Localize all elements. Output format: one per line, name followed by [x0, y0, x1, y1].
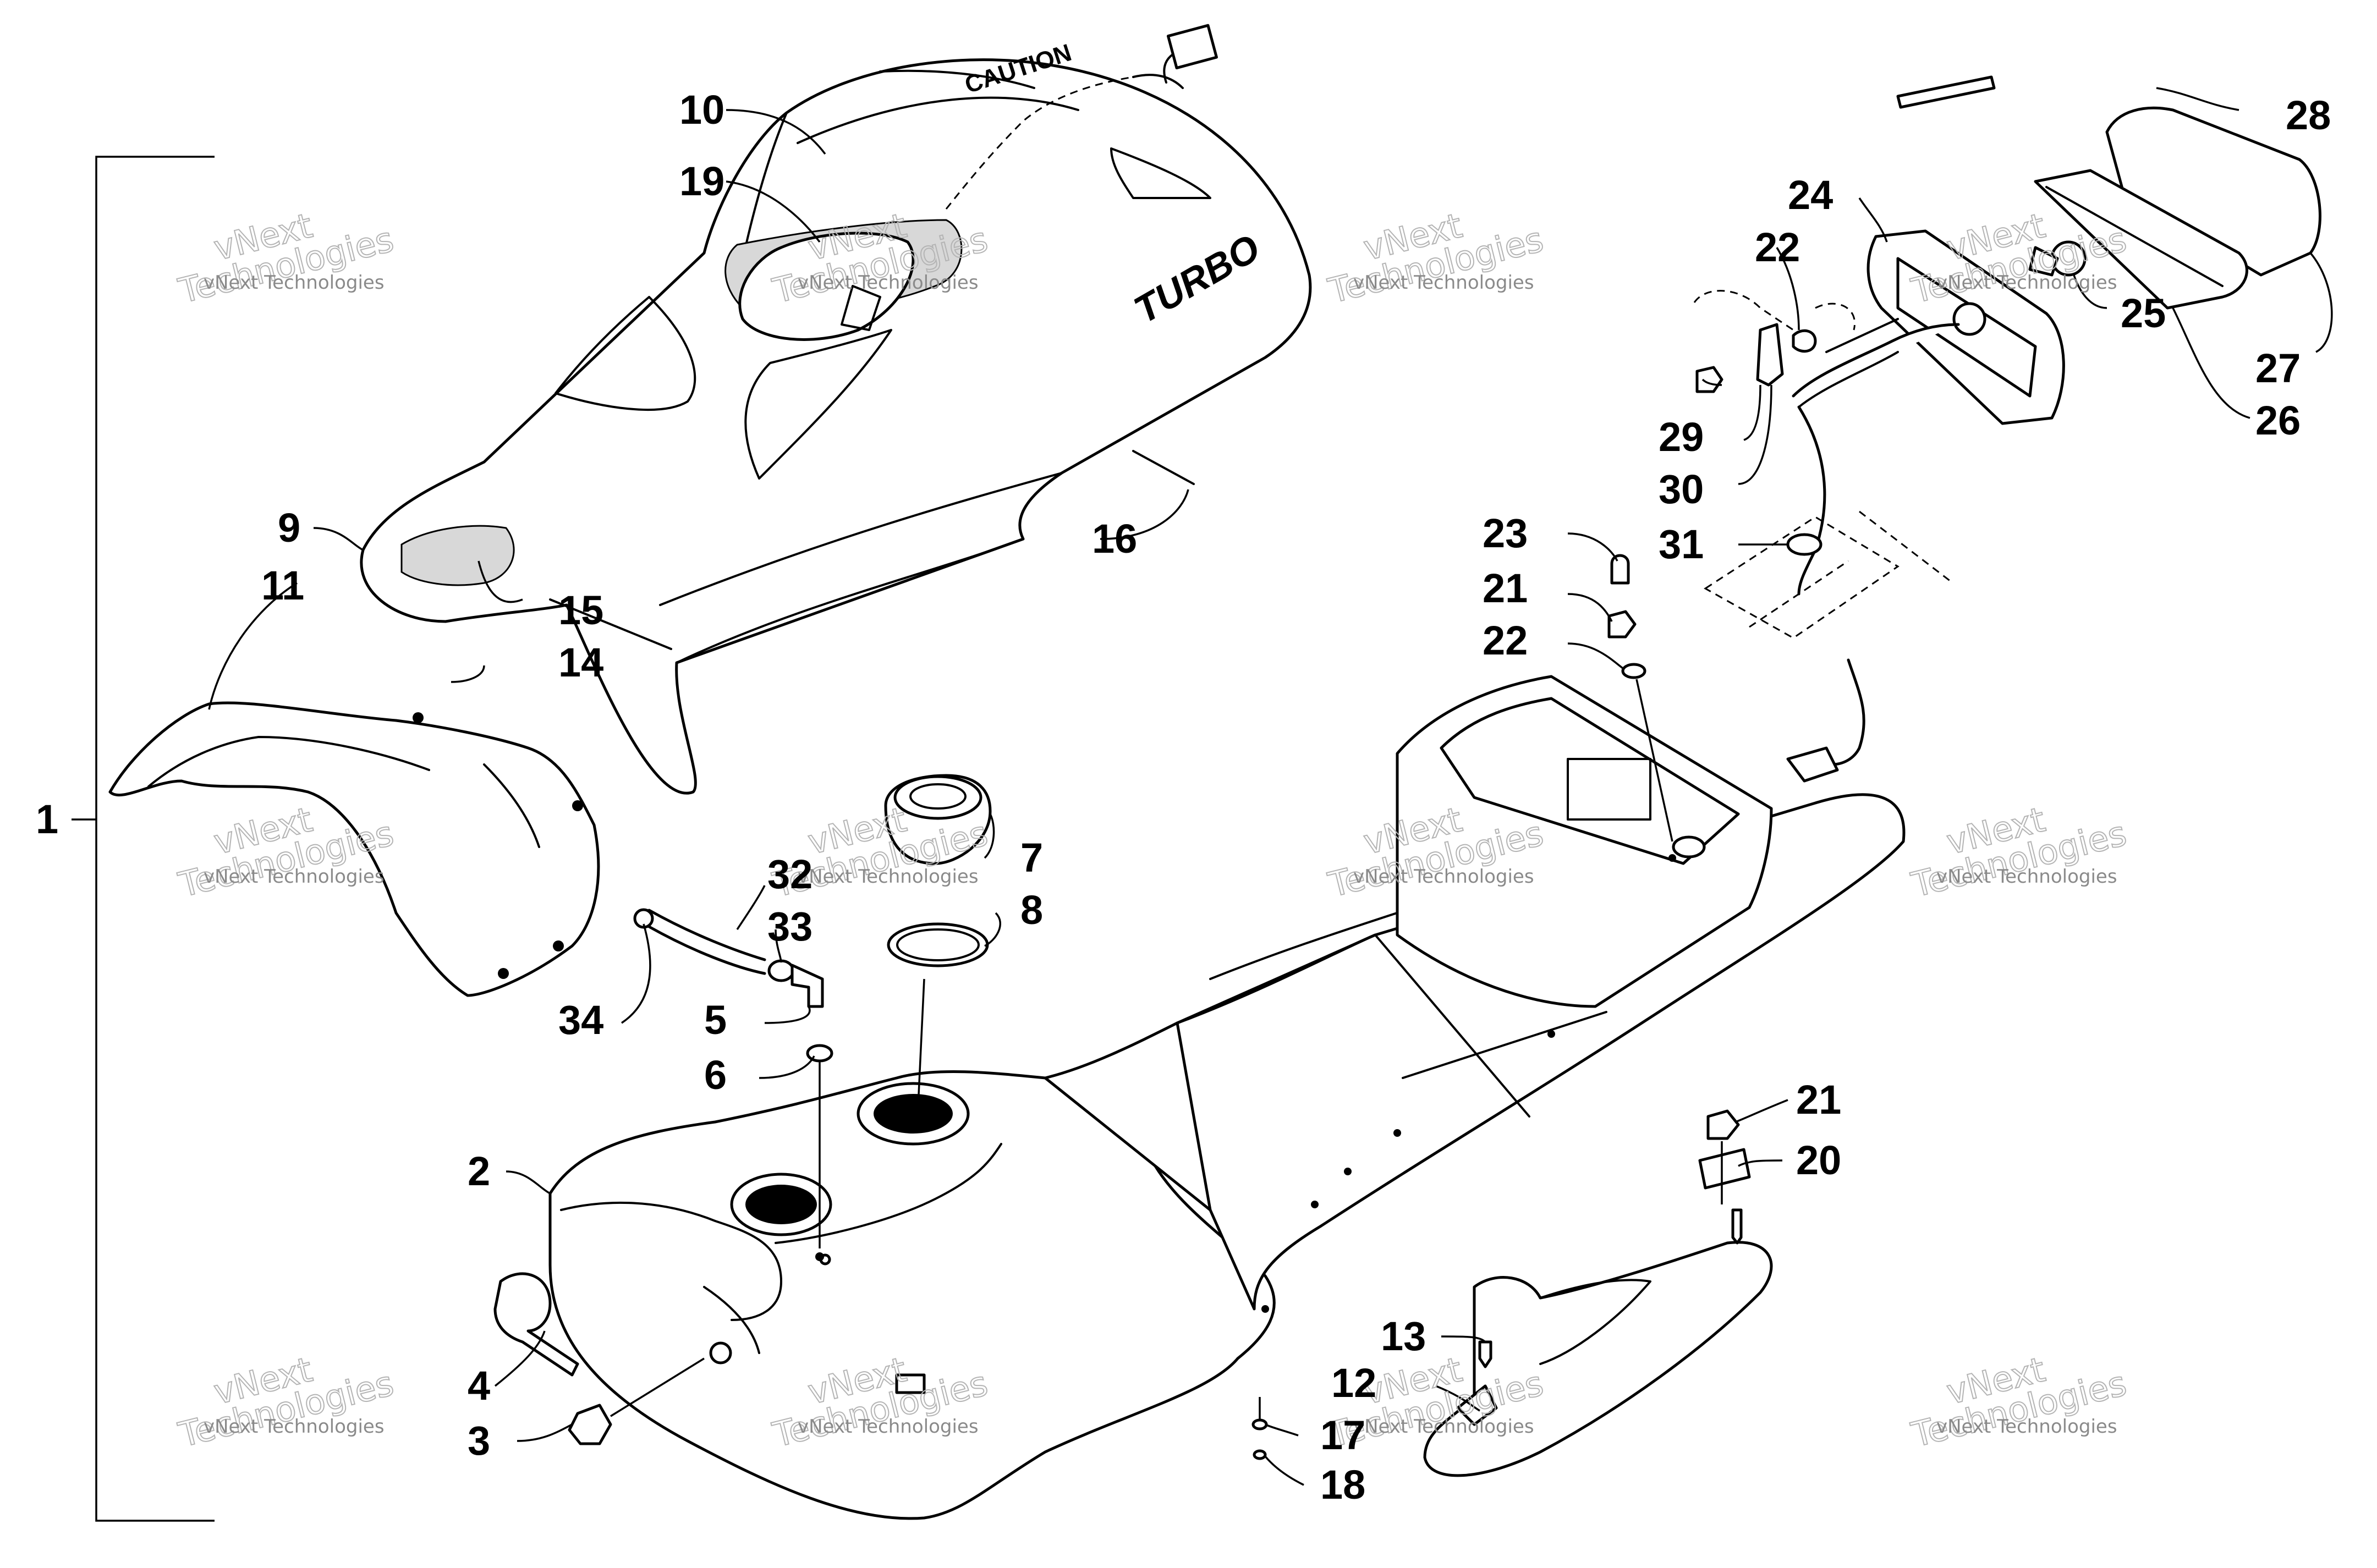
svg-text:vNext Technologies: vNext Technologies — [1936, 866, 2117, 888]
watermark: vNext Technologies vNext Technologies — [1907, 1349, 2131, 1455]
rivet-18 — [1253, 1449, 1267, 1460]
callout-18: 18 — [1320, 1462, 1365, 1508]
watermark: vNext Technologies vNext Technologies — [174, 205, 398, 311]
callout-4: 4 — [468, 1363, 490, 1409]
callout-29: 29 — [1659, 414, 1704, 460]
watermark: vNext Technologies vNext Technologies — [1907, 799, 2131, 905]
assembly-bracket — [72, 156, 215, 1522]
callout-21-upper: 21 — [1483, 565, 1528, 611]
screw-28 — [1896, 75, 1996, 109]
callout-13: 13 — [1381, 1313, 1426, 1359]
taillight-housing — [2105, 106, 2321, 277]
gas-cap — [884, 774, 992, 865]
svg-text:vNext Technologies: vNext Technologies — [1353, 866, 1534, 888]
callout-26: 26 — [2255, 398, 2301, 443]
callout-14: 14 — [558, 640, 603, 685]
svg-text:vNext Technologies: vNext Technologies — [1936, 1416, 2117, 1438]
callout-22-light: 22 — [1755, 224, 1800, 270]
callout-27: 27 — [2255, 345, 2301, 391]
svg-text:vNext Technologies: vNext Technologies — [798, 866, 979, 888]
base-pan — [1044, 675, 1906, 1313]
callout-22-upper: 22 — [1483, 618, 1528, 663]
callout-19: 19 — [679, 158, 724, 204]
leader-lines — [208, 87, 2333, 1486]
watermark: vNext Technologies vNext Technologies — [174, 1349, 398, 1455]
callout-23: 23 — [1483, 510, 1528, 556]
taillight-connector — [1786, 746, 1839, 783]
callout-25: 25 — [2121, 290, 2166, 336]
hardware — [1251, 554, 1751, 1460]
washer-17 — [1251, 1418, 1268, 1431]
nut-21-lower — [1706, 1109, 1740, 1140]
callout-10: 10 — [679, 87, 724, 133]
callout-32: 32 — [767, 851, 813, 897]
vent-hose-assembly — [633, 908, 833, 1261]
nut-29 — [1695, 366, 1723, 393]
watermark: vNext Technologies vNext Technologies — [1324, 205, 1547, 311]
callout-2: 2 — [468, 1148, 490, 1194]
callout-34: 34 — [558, 997, 603, 1043]
svg-text:vNext Technologies: vNext Technologies — [204, 866, 385, 888]
seat: CAUTION TURBO — [360, 24, 1312, 795]
callout-17: 17 — [1320, 1412, 1365, 1458]
washer-22-light — [1792, 329, 1817, 353]
svg-text:vNext Technologies: vNext Technologies — [1936, 272, 2117, 294]
callout-5: 5 — [704, 997, 727, 1043]
callout-24: 24 — [1788, 172, 1833, 218]
callout-8: 8 — [1020, 887, 1043, 933]
callout-15: 15 — [558, 587, 603, 633]
screw-20 — [1731, 1208, 1743, 1245]
callout-31: 31 — [1659, 521, 1704, 567]
plate-20 — [1698, 1148, 1751, 1190]
bracket-30 — [1756, 323, 1784, 387]
rear-handle — [108, 701, 600, 997]
svg-text:vNext Technologies: vNext Technologies — [204, 1416, 385, 1438]
callout-labels: 1 2 3 4 5 6 7 8 9 10 11 12 13 14 15 16 1… — [36, 87, 2331, 1508]
hose-clamp — [767, 959, 795, 982]
callout-20: 20 — [1796, 1137, 1841, 1183]
callout-7: 7 — [1020, 835, 1043, 881]
svg-text:vNext Technologies: vNext Technologies — [798, 1416, 979, 1438]
callout-30: 30 — [1659, 466, 1704, 512]
fuel-tank — [548, 1070, 1276, 1520]
svg-text:vNext Technologies: vNext Technologies — [1353, 1416, 1534, 1438]
nut-21-upper — [1607, 610, 1637, 639]
callout-11: 11 — [261, 563, 304, 608]
callout-6: 6 — [704, 1052, 727, 1098]
washer-22-upper — [1621, 663, 1646, 679]
callout-3: 3 — [468, 1418, 490, 1464]
svg-text:vNext Technologies: vNext Technologies — [204, 272, 385, 294]
screw-13 — [1478, 1340, 1492, 1368]
callout-9: 9 — [278, 505, 300, 551]
vent-grommet — [806, 1044, 833, 1063]
callout-1: 1 — [36, 796, 58, 842]
callout-28: 28 — [2286, 92, 2331, 138]
cap-23 — [1610, 554, 1630, 585]
svg-text:vNext Technologies: vNext Technologies — [1353, 272, 1534, 294]
side-panel — [1423, 1241, 1773, 1477]
hose-clip — [493, 1272, 579, 1377]
callout-12: 12 — [1331, 1360, 1376, 1406]
callout-16: 16 — [1092, 516, 1137, 562]
grommet-31 — [1786, 533, 1822, 556]
svg-text:vNext Technologies: vNext Technologies — [798, 272, 979, 294]
callout-21-lower: 21 — [1796, 1077, 1841, 1123]
callout-33: 33 — [767, 904, 813, 949]
taillight-assembly — [1693, 75, 2321, 783]
drain-plug — [568, 1357, 705, 1445]
seat-connector — [1166, 24, 1218, 70]
